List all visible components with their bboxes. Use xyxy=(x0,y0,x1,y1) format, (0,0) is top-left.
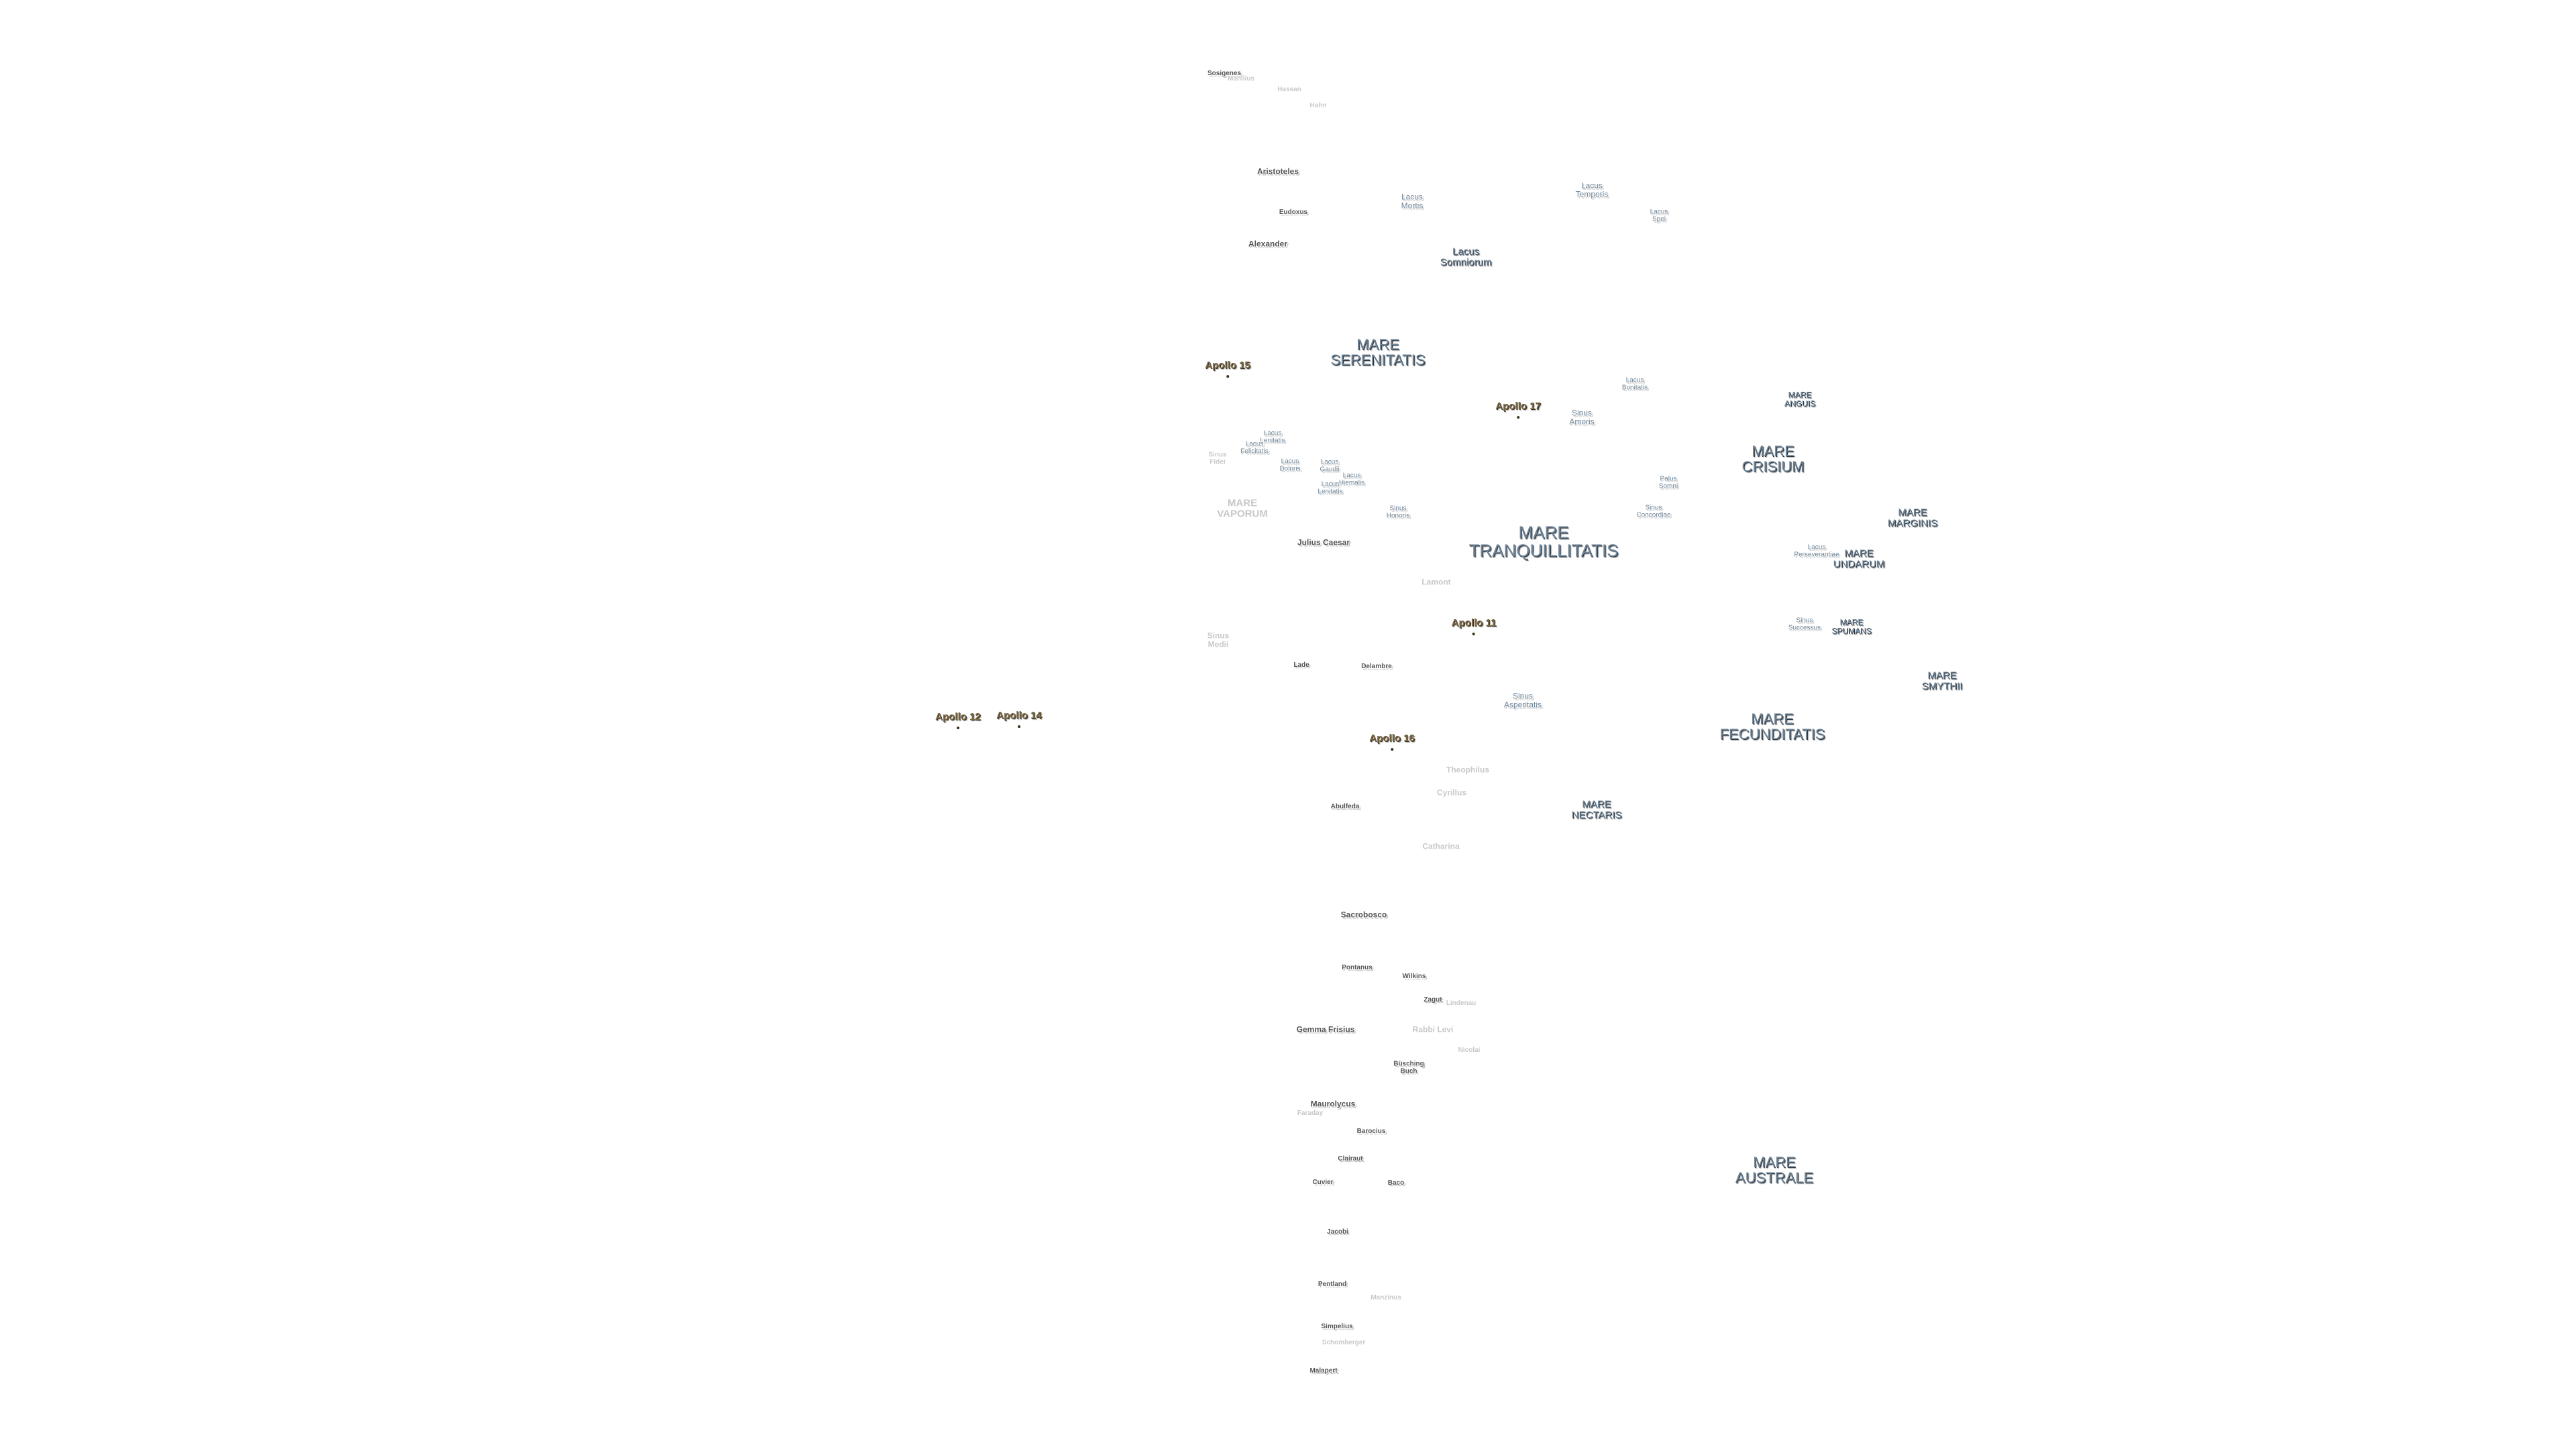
landing-site-pin xyxy=(956,726,959,729)
lacus-label: Lacus Perseverantiae xyxy=(1794,543,1839,558)
crater-label: Nicolai xyxy=(1458,1046,1481,1054)
lacus-label: Lacus Hiemalis xyxy=(1338,472,1365,486)
mare-label: MARE MARGINIS xyxy=(1887,506,1938,529)
sinus-label: Sinus Medii xyxy=(1207,631,1230,649)
mare-label: MARE SPUMANS xyxy=(1831,617,1872,635)
landing-site-pin xyxy=(1226,374,1229,378)
lacus-label: Lacus Lenitatis xyxy=(1318,480,1343,495)
crater-label: Alexander xyxy=(1248,239,1288,249)
mare-label: MARE AUSTRALE xyxy=(1735,1153,1814,1186)
crater-label: Baco xyxy=(1387,1179,1405,1187)
crater-label: Faraday xyxy=(1297,1109,1324,1117)
crater-label: Hassan xyxy=(1277,85,1301,93)
crater-label: Wilkins xyxy=(1402,972,1426,980)
crater-label: Aristoteles xyxy=(1256,166,1299,176)
mare-label: MARE CRISIUM xyxy=(1741,442,1805,475)
crater-label: Gemma Frisius xyxy=(1296,1024,1355,1034)
crater-label: Jacobi xyxy=(1327,1228,1348,1236)
lacus-label: Lacus Felicitatis xyxy=(1240,440,1269,455)
apollo-12-marker[interactable]: Apollo 12 xyxy=(935,712,981,729)
apollo-16-marker[interactable]: Apollo 16 xyxy=(1369,733,1415,751)
crater-label: Sosigenes xyxy=(1207,69,1242,77)
sinus-label: Sinus Successus xyxy=(1788,616,1821,631)
crater-label: Büsching Buch xyxy=(1393,1060,1424,1075)
crater-label: Lamont xyxy=(1421,577,1451,587)
apollo-14-marker[interactable]: Apollo 14 xyxy=(996,710,1042,728)
crater-label: Zagut xyxy=(1424,996,1442,1004)
apollo-11-marker[interactable]: Apollo 11 xyxy=(1452,618,1496,635)
lacus-label: Lacus Somniorum xyxy=(1440,246,1492,268)
crater-label: Simpelius xyxy=(1321,1322,1353,1330)
crater-label: Cuvier xyxy=(1312,1178,1334,1186)
crater-label: Barocius xyxy=(1356,1127,1386,1135)
sinus-label: Sinus Asperitatis xyxy=(1503,691,1542,709)
crater-label: Pentland xyxy=(1318,1280,1347,1288)
mare-label: MARE VAPORUM xyxy=(1217,497,1268,519)
landing-site-pin xyxy=(1017,724,1020,728)
crater-label: Lade xyxy=(1293,661,1309,669)
crater-label: Theophilus xyxy=(1446,765,1489,775)
apollo-17-marker[interactable]: Apollo 17 xyxy=(1495,401,1541,419)
crater-label: Cyrillus xyxy=(1436,788,1467,798)
mare-label: MARE FECUNDITATIS xyxy=(1719,710,1825,743)
crater-label: Julius Caesar xyxy=(1297,537,1350,547)
lacus-label: Lacus Bonitatis xyxy=(1621,376,1648,391)
landing-site-pin xyxy=(1516,415,1519,419)
crater-label: Hahn xyxy=(1309,101,1327,109)
crater-label: Manzinus xyxy=(1371,1293,1401,1301)
crater-label: Eudoxus xyxy=(1279,208,1308,216)
lacus-label: Lacus Temporis xyxy=(1575,180,1609,199)
crater-label: Schomberger xyxy=(1322,1338,1366,1346)
crater-label: Sacrobosco xyxy=(1340,910,1387,920)
mare-label: MARE SMYTHII xyxy=(1921,669,1963,692)
crater-label: Lindenau xyxy=(1446,999,1477,1007)
sinus-label: Sinus Fidei xyxy=(1208,451,1227,466)
crater-label: Abulfeda xyxy=(1330,802,1360,810)
lacus-label: Lacus Gaudii xyxy=(1320,458,1340,473)
apollo-15-marker[interactable]: Apollo 15 xyxy=(1205,360,1250,378)
crater-label: Catharina xyxy=(1422,841,1460,851)
crater-label: Malapert xyxy=(1309,1366,1338,1375)
lacus-label: Lacus Doloris xyxy=(1279,458,1301,472)
landing-site-pin xyxy=(1390,747,1393,751)
landing-site-pin xyxy=(1472,632,1475,635)
mare-label: MARE ANGUIS xyxy=(1784,390,1816,408)
sinus-label: Sinus Amoris xyxy=(1569,408,1595,426)
lacus-label: Lacus Mortis xyxy=(1401,192,1424,210)
crater-label: Pontanus xyxy=(1342,963,1373,971)
sinus-label: Sinus Honoris xyxy=(1386,504,1410,519)
mare-label: MARE NECTARIS xyxy=(1571,798,1622,820)
mare-label: MARE TRANQUILLITATIS xyxy=(1468,522,1619,561)
crater-label: Rabbi Levi xyxy=(1412,1024,1454,1034)
lacus-label: Lacus Lenitatis xyxy=(1260,429,1285,444)
sinus-label: Sinus Concordiae xyxy=(1636,504,1671,519)
palus-label: Palus Somni xyxy=(1658,475,1678,490)
crater-label: Clairaut xyxy=(1338,1155,1363,1163)
lacus-label: Lacus Spei xyxy=(1650,208,1668,223)
crater-label: Delambre xyxy=(1361,662,1392,670)
mare-label: MARE UNDARUM xyxy=(1833,547,1885,570)
crater-label: Maurolycus xyxy=(1310,1099,1356,1109)
crater-label: Manilius xyxy=(1227,74,1255,83)
mare-label: MARE SERENITATIS xyxy=(1330,335,1426,368)
